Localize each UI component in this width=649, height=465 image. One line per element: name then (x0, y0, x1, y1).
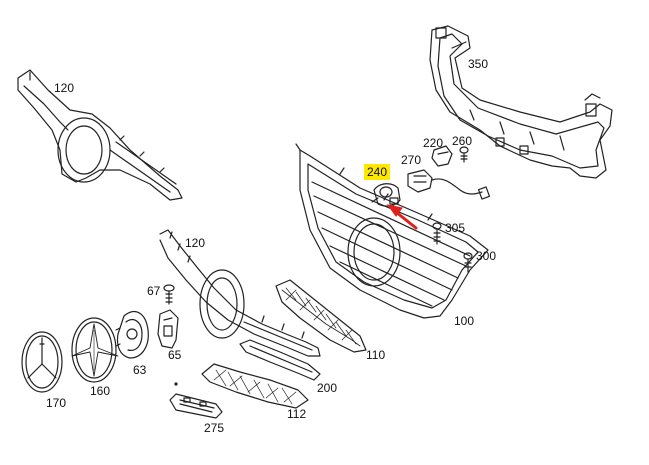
part-240-sensor (372, 184, 400, 206)
part-110-mesh (276, 280, 366, 352)
part-112-mesh (202, 364, 308, 408)
callout-300: 300 (476, 249, 497, 263)
part-305-screw (433, 223, 441, 244)
callout-63: 63 (133, 363, 147, 377)
callout-112: 112 (287, 407, 307, 421)
part-160-emblem-plate (72, 318, 118, 382)
callout-240-highlighted: 240 (364, 164, 391, 180)
callout-67: 67 (147, 284, 161, 298)
callout-170: 170 (46, 396, 67, 410)
callout-260: 260 (452, 134, 473, 148)
callout-160: 160 (90, 384, 111, 398)
part-170-star-emblem (22, 332, 62, 392)
part-270-housing (408, 170, 489, 199)
callout-350: 350 (468, 57, 489, 71)
part-300-screw (464, 253, 472, 272)
part-65-bracket (158, 310, 178, 348)
marker-dot (174, 382, 178, 386)
callout-275: 275 (204, 421, 225, 435)
red-arrow-icon (386, 204, 418, 230)
callout-110: 110 (366, 348, 386, 362)
part-120-trim (160, 230, 320, 356)
part-260-screw (460, 147, 468, 162)
callout-220: 220 (423, 136, 444, 150)
part-275-vent (170, 394, 222, 418)
callout-120-mid: 120 (185, 236, 206, 250)
part-67-screw (164, 285, 174, 304)
callout-270: 270 (401, 153, 422, 167)
callout-65: 65 (168, 348, 182, 362)
part-120-upper-frame (18, 70, 182, 200)
callout-200: 200 (317, 381, 338, 395)
part-350-bracket (430, 26, 612, 178)
callout-120-top: 120 (54, 81, 75, 95)
callout-100: 100 (454, 314, 475, 328)
part-220-clip (432, 146, 452, 166)
part-200-strip (240, 340, 320, 380)
part-63-adapter (116, 312, 148, 358)
callout-305: 305 (445, 221, 466, 235)
